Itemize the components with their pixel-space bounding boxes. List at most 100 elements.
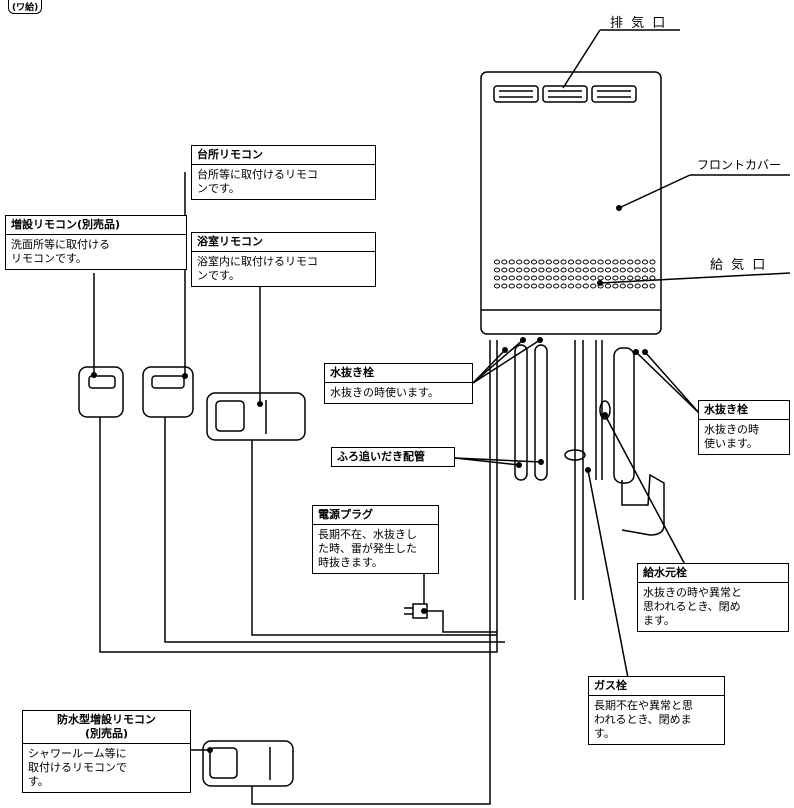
intake-hole xyxy=(582,267,589,273)
intake-hole xyxy=(619,267,626,273)
intake-hole xyxy=(501,283,508,289)
intake-hole xyxy=(567,275,575,281)
intake-hole xyxy=(619,283,626,289)
intake-hole xyxy=(634,283,641,289)
exhaust-vent-2 xyxy=(542,85,588,103)
intake-hole xyxy=(545,275,552,281)
intake-hole xyxy=(627,275,634,281)
callout-text: 台所等に取付けるリモコ ンです。 xyxy=(197,168,318,195)
intake-hole xyxy=(538,259,545,265)
intake-hole xyxy=(604,275,612,281)
water-pipe xyxy=(613,347,635,484)
intake-hole xyxy=(627,267,634,273)
intake-hole xyxy=(493,283,501,289)
callout-text: 長期不在、水抜きし た時、雷が発生した 時抜きます。 xyxy=(318,528,417,569)
intake-hole xyxy=(545,259,552,265)
intake-hole xyxy=(634,267,641,273)
intake-hole xyxy=(597,283,604,289)
intake-hole xyxy=(612,283,619,289)
intake-hole xyxy=(575,259,582,265)
intake-hole xyxy=(604,259,612,265)
model-mark: (ワ給) xyxy=(8,0,43,14)
intake-hole xyxy=(627,259,634,265)
intake-hole xyxy=(530,259,538,265)
intake-hole xyxy=(538,267,545,273)
intake-hole xyxy=(567,283,575,289)
intake-hole xyxy=(560,259,567,265)
callout-title: ガス栓 xyxy=(589,677,724,696)
intake-hole xyxy=(575,267,582,273)
intake-hole xyxy=(523,275,530,281)
intake-hole xyxy=(582,259,589,265)
intake-hole xyxy=(501,259,508,265)
power-plug-callout: 電源プラグ 長期不在、水抜きし た時、雷が発生した 時抜きます。 xyxy=(312,505,439,574)
intake-hole xyxy=(612,275,619,281)
exhaust-vent-3 xyxy=(591,85,637,103)
intake-hole xyxy=(553,259,560,265)
front-cover-label: フロントカバー xyxy=(697,158,782,172)
callout-title: 給水元栓 xyxy=(638,564,788,583)
additional-remote-callout: 増設リモコン(別売品) 洗面所等に取付ける リモコンです。 xyxy=(5,215,187,270)
intake-hole xyxy=(523,259,530,265)
drain-plug-left-callout: 水抜き栓 水抜きの時使います。 xyxy=(324,363,473,404)
callout-title: 浴室リモコン xyxy=(192,233,375,252)
waterproof-remote-callout: 防水型増設リモコン (別売品) シャワールーム等に 取付けるリモコンで す。 xyxy=(22,710,191,793)
intake-hole xyxy=(508,267,515,273)
intake-hole xyxy=(604,283,612,289)
kitchen-remote-callout: 台所リモコン 台所等に取付けるリモコ ンです。 xyxy=(191,145,376,200)
intake-hole xyxy=(553,275,560,281)
intake-label: 給 気 口 xyxy=(710,258,768,273)
water-heater-body xyxy=(480,71,662,335)
exhaust-vent-1 xyxy=(493,85,539,103)
intake-hole xyxy=(590,275,597,281)
intake-hole xyxy=(567,267,575,273)
callout-text: 水抜きの時使います。 xyxy=(330,386,439,399)
callout-title: 電源プラグ xyxy=(313,506,438,525)
drain-hose xyxy=(621,473,665,536)
bath-remote-unit xyxy=(206,392,306,441)
intake-hole xyxy=(553,267,560,273)
intake-hole xyxy=(501,267,508,273)
intake-hole xyxy=(649,259,656,265)
intake-hole xyxy=(641,275,649,281)
intake-hole xyxy=(575,275,582,281)
intake-hole xyxy=(560,267,567,273)
intake-hole xyxy=(582,275,589,281)
intake-hole xyxy=(516,259,523,265)
callout-text: 洗面所等に取付ける リモコンです。 xyxy=(11,238,110,265)
intake-hole xyxy=(649,275,656,281)
callout-text: 長期不在や異常と思 われるとき、閉めま す。 xyxy=(594,699,693,740)
bath-pipe-2 xyxy=(534,344,548,481)
gas-valve-knob xyxy=(564,449,586,461)
callout-text: シャワールーム等に 取付けるリモコンで す。 xyxy=(28,747,127,788)
valve-knob xyxy=(599,400,611,420)
additional-remote-unit xyxy=(78,366,124,418)
intake-hole xyxy=(567,259,575,265)
intake-hole xyxy=(530,275,538,281)
intake-hole xyxy=(649,283,656,289)
intake-hole xyxy=(523,283,530,289)
intake-hole xyxy=(590,259,597,265)
callout-text: 浴室内に取付けるリモコ ンです。 xyxy=(197,255,318,282)
intake-hole xyxy=(508,283,515,289)
intake-hole xyxy=(619,259,626,265)
intake-hole xyxy=(501,275,508,281)
kitchen-remote-unit xyxy=(142,366,194,418)
bath-pipe-callout: ふろ追いだき配管 xyxy=(331,447,455,467)
intake-hole xyxy=(612,259,619,265)
intake-hole xyxy=(641,267,649,273)
callout-text: 水抜きの時 使います。 xyxy=(704,423,759,450)
intake-hole xyxy=(612,267,619,273)
water-valve-callout: 給水元栓 水抜きの時や異常と 思われるとき、閉め ます。 xyxy=(637,563,789,632)
intake-hole xyxy=(649,267,656,273)
intake-hole xyxy=(590,267,597,273)
intake-hole xyxy=(582,283,589,289)
intake-hole xyxy=(597,275,604,281)
bath-remote-callout: 浴室リモコン 浴室内に取付けるリモコ ンです。 xyxy=(191,232,376,287)
intake-hole xyxy=(508,275,515,281)
intake-hole xyxy=(523,267,530,273)
intake-hole xyxy=(516,275,523,281)
waterproof-remote-unit xyxy=(202,740,294,787)
intake-hole xyxy=(597,267,604,273)
exhaust-label: 排 気 口 xyxy=(610,16,668,31)
